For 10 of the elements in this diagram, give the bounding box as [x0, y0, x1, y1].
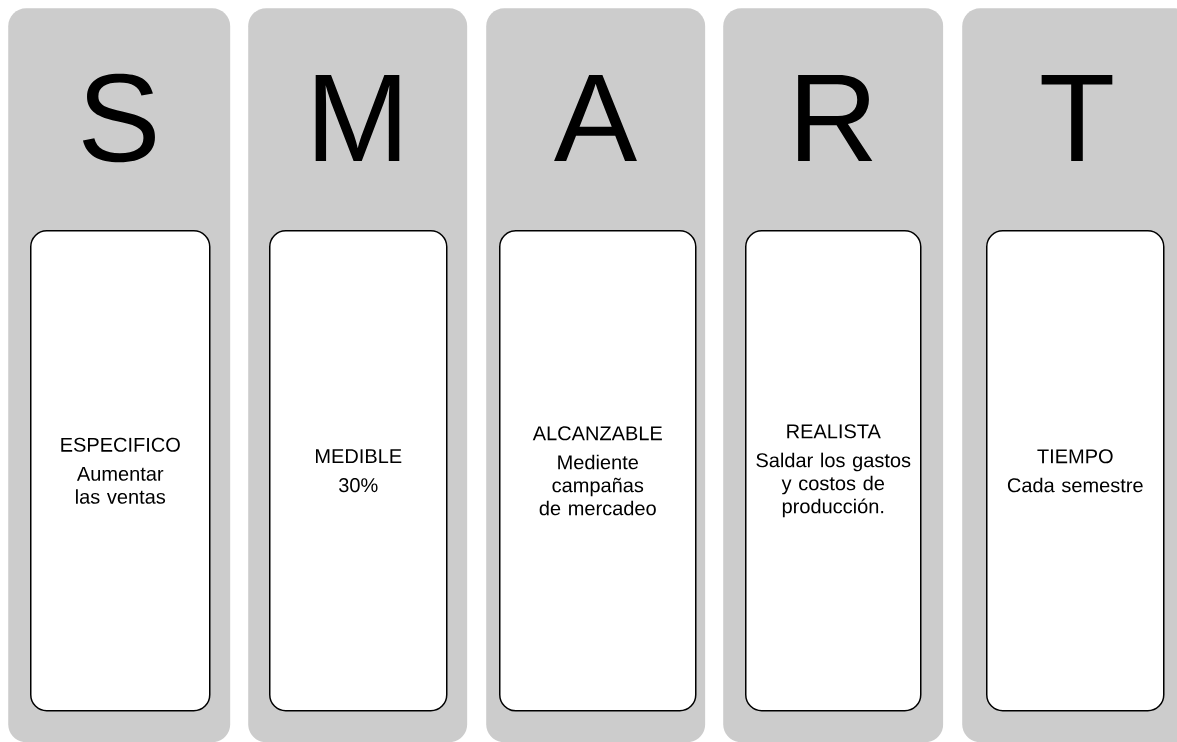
text-card: ESPECIFICO Aumentar las ventas: [30, 230, 211, 712]
letter: R: [798, 75, 873, 161]
text-card: TIEMPO Cada semestre: [986, 230, 1165, 712]
text-card: ALCANZABLE Mediente campañas de mercadeo: [499, 230, 697, 712]
letter: M: [315, 75, 400, 161]
text-card: MEDIBLE 30%: [269, 230, 448, 712]
text-card: REALISTA Saldar los gastos y costos de producción.: [745, 230, 922, 712]
letter: S: [83, 73, 155, 163]
letter: T: [1041, 75, 1113, 161]
letter: A: [554, 75, 637, 161]
